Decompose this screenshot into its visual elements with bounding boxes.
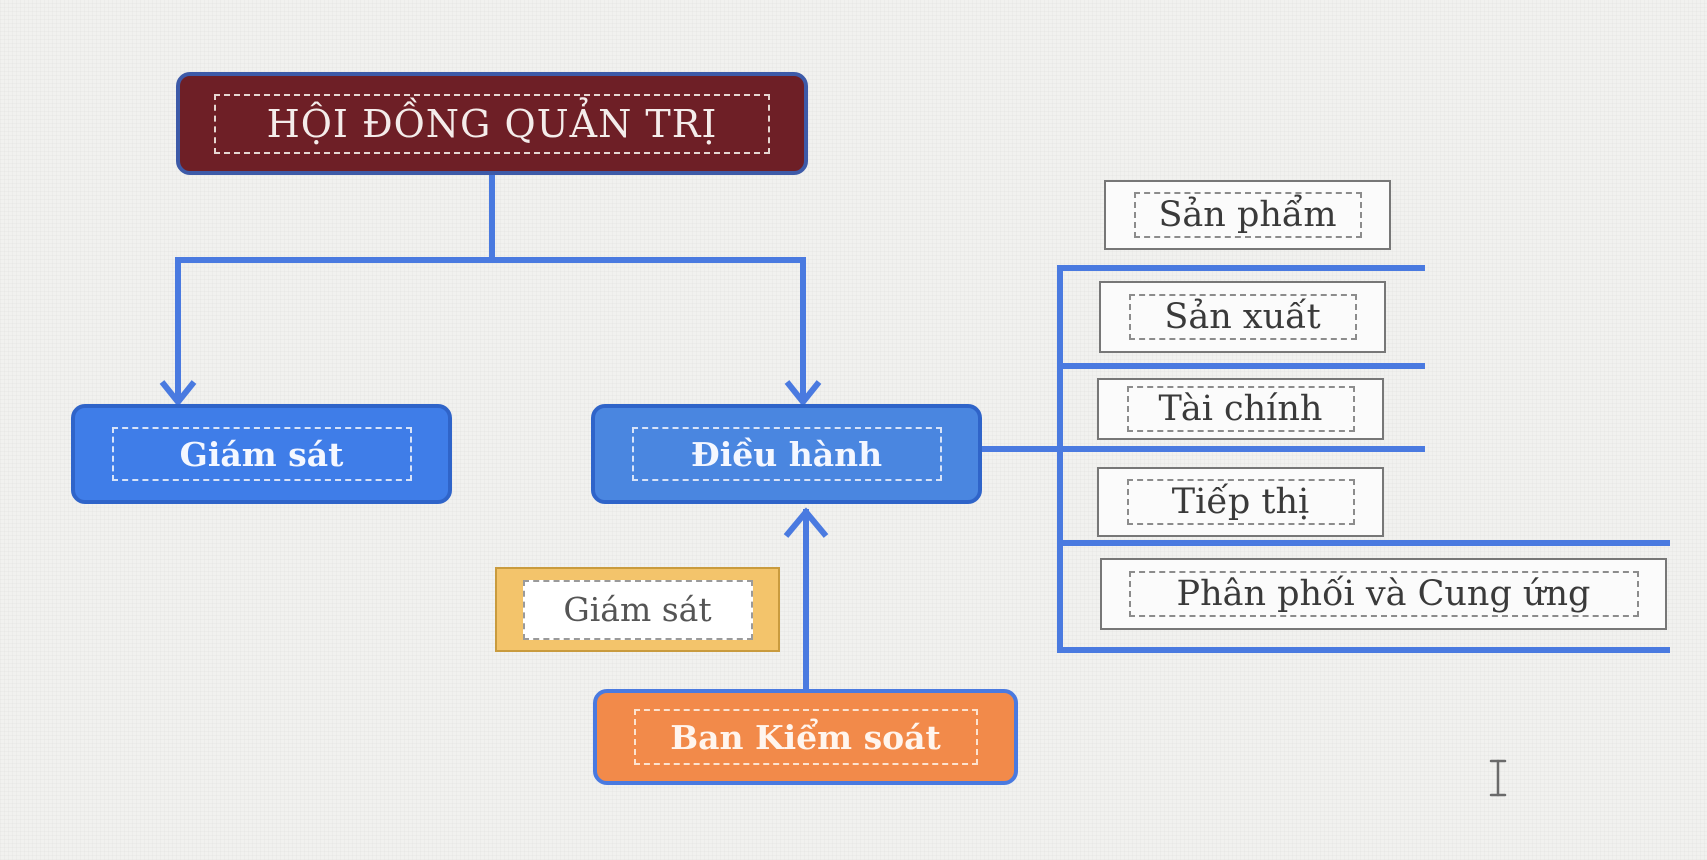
department-box-marketing: Tiếp thị [1097, 467, 1384, 537]
department-box-production: Sản xuất [1099, 281, 1386, 353]
department-label: Sản xuất [1128, 294, 1357, 340]
board-of-directors-label: HỘI ĐỒNG QUẢN TRỊ [214, 93, 770, 154]
board-of-directors-box: HỘI ĐỒNG QUẢN TRỊ [176, 72, 808, 175]
audit-board-label: Ban Kiểm soát [633, 709, 978, 765]
text-cursor-icon [1489, 759, 1507, 797]
department-box-finance: Tài chính [1097, 378, 1384, 440]
department-label: Sản phẩm [1133, 192, 1362, 238]
supervision-arrowhead [159, 380, 197, 407]
executive-box: Điều hành [591, 404, 982, 504]
executive-arrowhead [784, 380, 822, 407]
department-box-product: Sản phẩm [1104, 180, 1391, 250]
department-label: Tài chính [1126, 386, 1355, 432]
supervision-box: Giám sát [71, 404, 452, 504]
audit-arrowhead [783, 507, 829, 538]
supervision-label: Giám sát [111, 427, 412, 481]
executive-label: Điều hành [631, 427, 942, 481]
department-box-distribution-supply: Phân phối và Cung ứng [1100, 558, 1667, 630]
department-label: Phân phối và Cung ứng [1128, 571, 1639, 617]
supervision-note-label: Giám sát [522, 579, 753, 640]
audit-board-box: Ban Kiểm soát [593, 689, 1018, 785]
supervision-note-box: Giám sát [495, 567, 780, 652]
department-label: Tiếp thị [1126, 479, 1355, 525]
